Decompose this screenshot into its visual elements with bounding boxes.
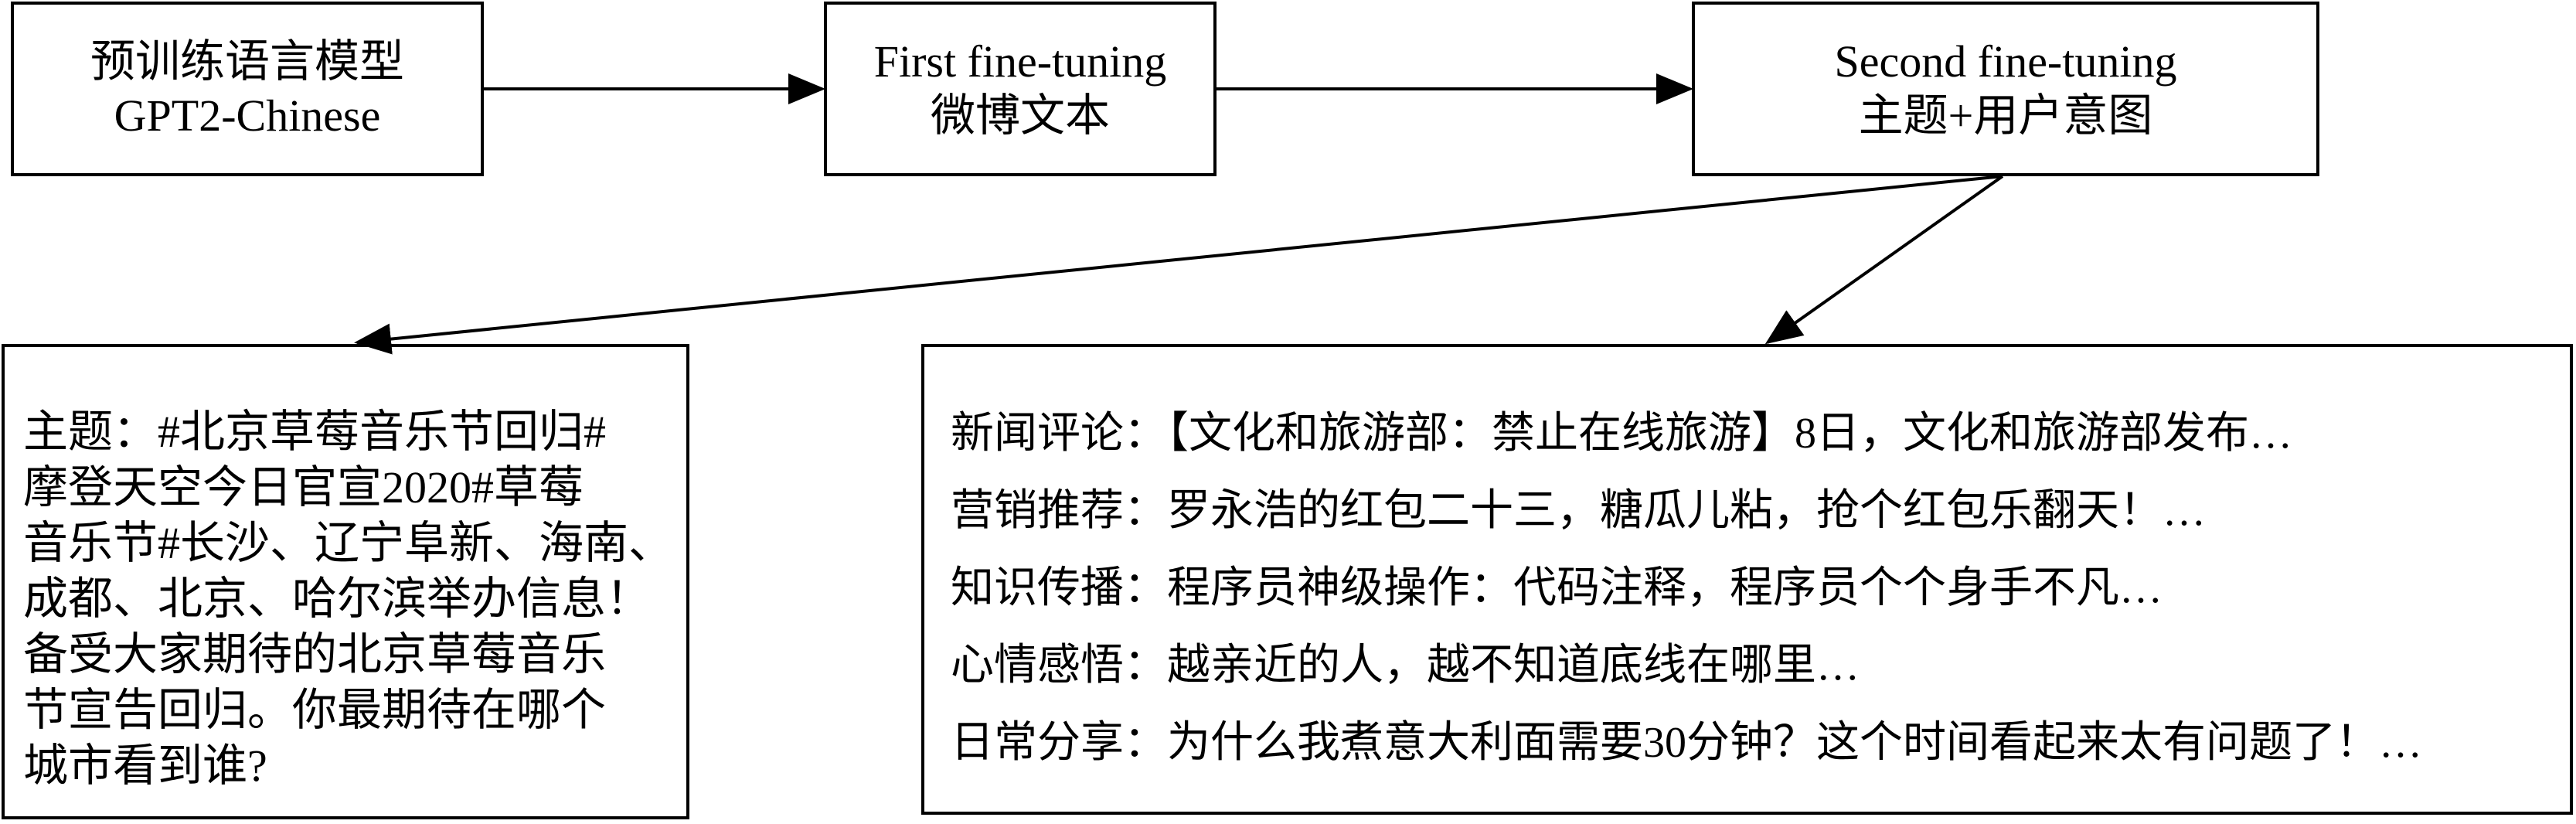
intent-examples-node: 新闻评论：【文化和旅游部：禁止在线旅游】8日，文化和旅游部发布… 营销推荐：罗永… [921,344,2573,815]
first-finetuning-node: First fine-tuning 微博文本 [824,2,1217,176]
topic-text-line: 备受大家期待的北京草莓音乐 [23,629,607,679]
intent-example-row: 新闻评论：【文化和旅游部：禁止在线旅游】8日，文化和旅游部发布… [951,410,2292,458]
edge-second-to-topic [354,175,2003,355]
node-title: First fine-tuning [873,36,1167,87]
node-title: 预训练语言模型 [90,36,404,87]
topic-text-line: 成都、北京、哈尔滨举办信息！ [23,574,652,624]
topic-example-node: 主题：#北京草莓音乐节回归# 摩登天空今日官宣2020#草莓 音乐节#长沙、辽宁… [2,344,689,819]
node-subtitle: GPT2-Chinese [114,90,381,141]
edge-second-to-intent [1764,175,2004,345]
topic-text-line: 城市看到谁? [23,741,267,791]
node-subtitle: 主题+用户意图 [1858,90,2153,141]
intent-example-row: 日常分享：为什么我煮意大利面需要30分钟？这个时间看起来太有问题了！… [951,719,2422,767]
second-finetuning-node: Second fine-tuning 主题+用户意图 [1692,2,2319,176]
intent-example-row: 知识传播：程序员神级操作：代码注释，程序员个个身手不凡… [951,564,2163,612]
pretrained-model-node: 预训练语言模型 GPT2-Chinese [11,2,484,176]
intent-example-row: 心情感悟：越亲近的人，越不知道底线在哪里… [951,642,1860,690]
topic-text-line: 节宣告回归。你最期待在哪个 [23,685,607,735]
node-subtitle: 微博文本 [930,90,1110,141]
topic-text-line: 摩登天空今日官宣2020#草莓 [23,462,584,512]
node-title: Second fine-tuning [1834,36,2177,87]
topic-text-line: 音乐节#长沙、辽宁阜新、海南、 [23,518,674,568]
intent-example-row: 营销推荐：罗永浩的红包二十三，糖瓜儿粘，抢个红包乐翻天！… [951,487,2206,535]
topic-text-line: 主题：#北京草莓音乐节回归# [23,407,607,457]
